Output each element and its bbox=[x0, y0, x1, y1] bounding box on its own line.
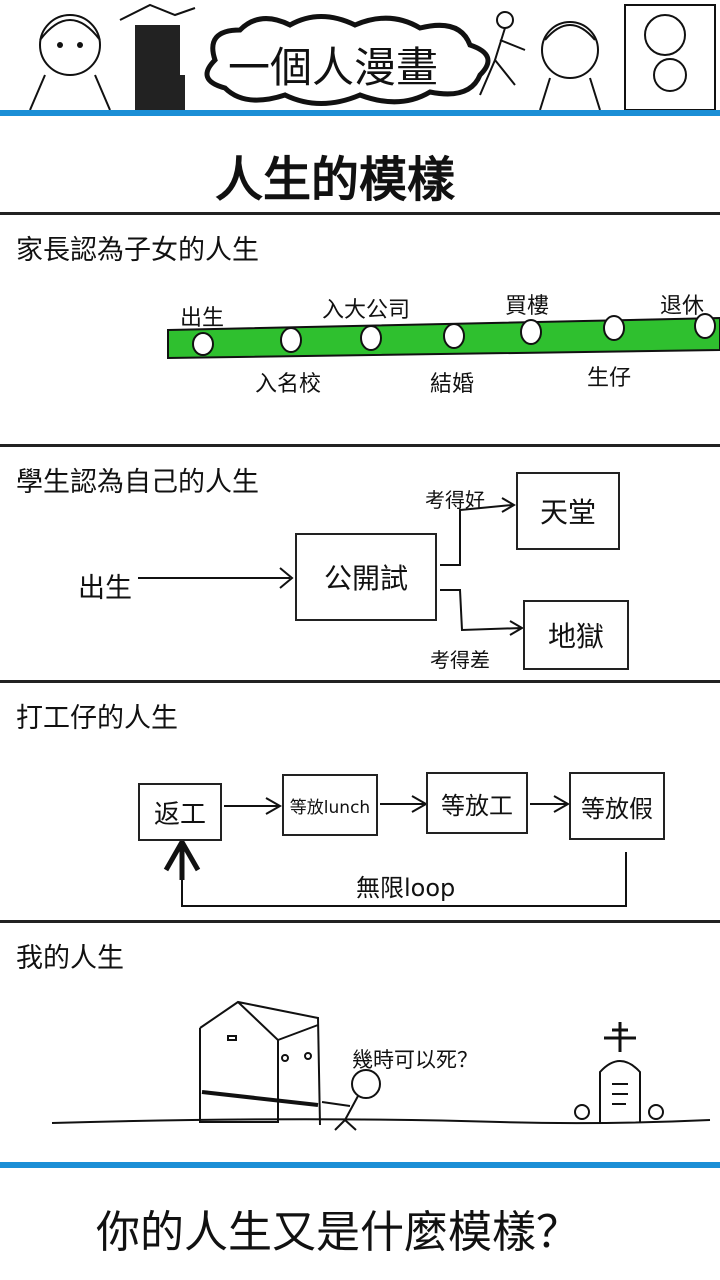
footer-question: 你的人生又是什麼模樣？ bbox=[96, 1207, 580, 1258]
step-wait-holiday: 等放假 bbox=[569, 772, 665, 840]
speech-bubble: 幾時可以死？ bbox=[352, 1048, 478, 1072]
start-birth: 出生 bbox=[78, 573, 132, 604]
hell-box: 地獄 bbox=[523, 600, 629, 670]
divider bbox=[0, 920, 720, 923]
panel3-title: 打工仔的人生 bbox=[16, 703, 178, 734]
exam-box: 公開試 bbox=[295, 533, 437, 621]
milestone-birth: 出生 bbox=[180, 306, 225, 331]
heaven-box: 天堂 bbox=[516, 472, 620, 550]
bad-result-label: 考得差 bbox=[430, 648, 490, 672]
milestone-baby: 生仔 bbox=[587, 366, 632, 391]
panel1-title: 家長認為子女的人生 bbox=[16, 235, 259, 266]
milestone-school: 入名校 bbox=[255, 372, 322, 397]
banner-title: 一個人漫畫 bbox=[228, 43, 439, 92]
panel4-title: 我的人生 bbox=[16, 943, 124, 974]
step-work: 返工 bbox=[138, 783, 222, 841]
milestone-big-company: 入大公司 bbox=[322, 298, 411, 323]
step-wait-off-work: 等放工 bbox=[426, 772, 528, 834]
page-title: 人生的模樣 bbox=[215, 152, 456, 208]
divider bbox=[0, 680, 720, 683]
life-scene bbox=[51, 1000, 711, 1131]
footer-divider bbox=[0, 1162, 720, 1168]
header-doodles bbox=[29, 3, 716, 111]
divider bbox=[0, 212, 720, 215]
loop-label: 無限loop bbox=[356, 874, 456, 902]
milestone-marry: 結婚 bbox=[430, 372, 475, 397]
milestone-retire: 退休 bbox=[660, 294, 705, 319]
header-divider bbox=[0, 110, 720, 116]
good-result-label: 考得好 bbox=[425, 488, 485, 512]
milestone-buy-flat: 買樓 bbox=[505, 294, 550, 319]
loop-arrows bbox=[163, 795, 627, 907]
exam-flow-arrows bbox=[138, 497, 524, 636]
panel2-title: 學生認為自己的人生 bbox=[16, 467, 259, 498]
timeline-bar bbox=[167, 313, 720, 360]
divider bbox=[0, 444, 720, 447]
step-wait-lunch: 等放lunch bbox=[282, 774, 378, 836]
